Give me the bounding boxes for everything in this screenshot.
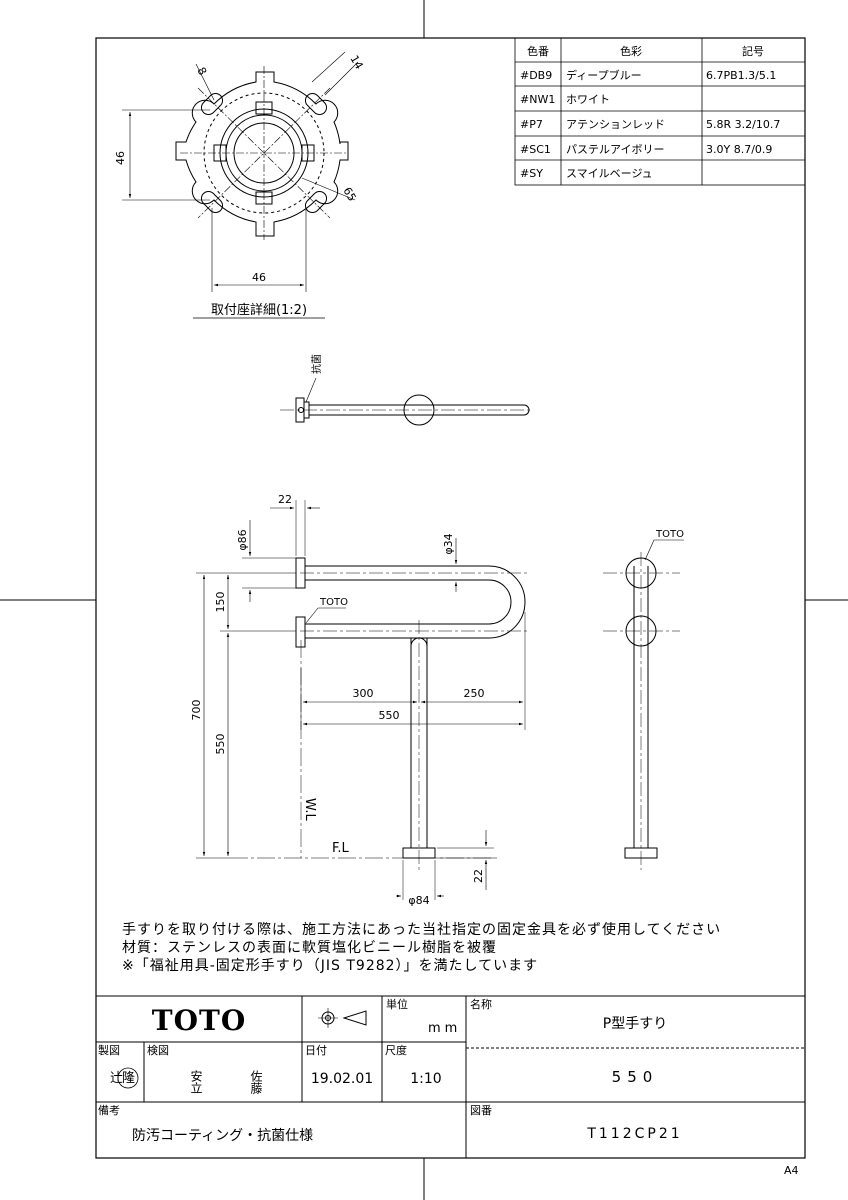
dim-base-depth: 22 xyxy=(472,869,485,883)
color-code: #P7 xyxy=(520,118,543,131)
color-table-text: 色番 色彩 記号 #DB9 ディープブルー 6.7PB1.3/5.1 #NW1 … xyxy=(520,44,780,180)
front-view-labels: 22 φ86 φ34 150 700 550 300 250 550 TOTO … xyxy=(190,493,485,907)
drawing-no-label: 図番 xyxy=(470,1104,492,1117)
color-table xyxy=(514,37,806,186)
note-line: ※「福祉用具-固定形手すり（JIS T9282）」を満たしています xyxy=(122,958,538,974)
color-symbol: 3.0Y 8.7/0.9 xyxy=(706,143,772,156)
color-code: #SY xyxy=(520,167,543,180)
color-name: アテンションレッド xyxy=(566,118,665,131)
scale-value: 1:10 xyxy=(410,1071,441,1087)
unit-label: 単位 xyxy=(386,997,408,1011)
name-label: 名称 xyxy=(470,997,492,1011)
dim-plate-depth-top: 22 xyxy=(278,493,292,506)
dim-leg-to-end: 250 xyxy=(464,687,485,700)
dim-base-diameter: 65 xyxy=(340,185,358,204)
dim-bar-spacing: 150 xyxy=(214,592,227,613)
detail-caption: 取付座詳細(1:2) xyxy=(211,302,307,318)
size-value: 550 xyxy=(612,1068,659,1086)
dim-base-width: 46 xyxy=(252,271,266,284)
title-block-grid xyxy=(96,995,805,1158)
date-label: 日付 xyxy=(305,1044,327,1057)
mounting-base-labels: 8 14 46 46 65 取付座詳細(1:2) xyxy=(114,53,366,318)
color-name: スマイルベージュ xyxy=(566,167,653,180)
checked-by-2: 佐藤 xyxy=(249,1070,263,1094)
date-value: 19.02.01 xyxy=(311,1071,373,1087)
projection-symbol xyxy=(318,1008,367,1028)
top-view xyxy=(280,377,530,426)
dim-lower-height: 550 xyxy=(214,734,227,755)
dim-base-diameter: φ84 xyxy=(408,894,429,907)
notes: 手すりを取り付ける際は、施工方法にあった当社指定の固定金具を必ず使用してください… xyxy=(122,921,721,974)
dim-total-height: 700 xyxy=(190,700,203,721)
note-line: 手すりを取り付ける際は、施工方法にあった当社指定の固定金具を必ず使用してください xyxy=(122,921,721,938)
color-symbol: 6.7PB1.3/5.1 xyxy=(706,69,776,82)
unit-value: mm xyxy=(428,1021,461,1036)
floor-line-label: F.L xyxy=(332,841,350,856)
checked-label: 検図 xyxy=(147,1043,169,1057)
color-name: ホワイト xyxy=(566,93,610,106)
color-table-header-symbol: 記号 xyxy=(742,44,764,58)
paper-size: A4 xyxy=(784,1164,799,1177)
product-name: P型手すり xyxy=(603,1016,667,1032)
color-code: #DB9 xyxy=(520,69,552,82)
color-name: ディープブルー xyxy=(566,68,642,82)
wall-line-label: W.L xyxy=(302,798,317,821)
dim-pipe-diameter: φ34 xyxy=(442,533,455,554)
remarks-value: 防汚コーティング・抗菌仕様 xyxy=(132,1128,313,1144)
brand-logo: TOTO xyxy=(152,1004,246,1037)
drawing-no-value: T112CP21 xyxy=(586,1126,682,1142)
color-symbol: 5.8R 3.2/10.7 xyxy=(706,118,780,131)
color-code: #NW1 xyxy=(520,93,555,106)
side-view xyxy=(603,539,684,870)
title-block-text: TOTO 単位 mm 名称 P型手すり 製図 辻 隆 検図 安立 佐藤 日付 1… xyxy=(98,997,799,1177)
color-table-header-color: 色彩 xyxy=(620,44,642,58)
seal-circle xyxy=(117,1067,139,1089)
color-name: パステルアイボリー xyxy=(566,143,664,156)
toto-mark-front: TOTO xyxy=(319,597,348,608)
front-view xyxy=(196,500,530,900)
checked-by-1: 安立 xyxy=(189,1069,203,1094)
color-table-header-code: 色番 xyxy=(527,44,549,58)
antibacterial-label: 抗菌 xyxy=(310,354,323,374)
toto-mark-side: TOTO xyxy=(655,529,684,540)
dim-to-leg: 300 xyxy=(353,687,374,700)
drawn-by: 辻 xyxy=(110,1071,123,1086)
drawn-label: 製図 xyxy=(98,1043,120,1057)
remarks-label: 備考 xyxy=(98,1104,120,1117)
mounting-base-detail xyxy=(122,51,359,292)
dim-total-length: 550 xyxy=(379,709,400,722)
dim-base-height: 46 xyxy=(114,151,127,165)
note-line: 材質：ステンレスの表面に軟質塩化ビニール樹脂を被覆 xyxy=(122,940,497,956)
dim-plate-diameter: φ86 xyxy=(236,529,249,550)
scale-label: 尺度 xyxy=(385,1043,407,1057)
drawn-seal: 隆 xyxy=(122,1071,135,1086)
dim-slot-width: 14 xyxy=(347,53,365,72)
color-code: #SC1 xyxy=(520,143,551,156)
